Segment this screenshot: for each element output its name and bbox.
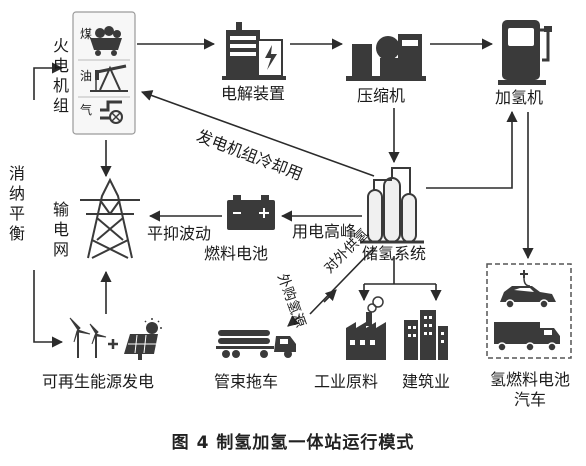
peak-label: 用电高峰 xyxy=(292,222,357,241)
arrow-storage-to-refueler xyxy=(426,110,518,189)
arrow-consumption-up xyxy=(33,62,64,100)
factory-icon xyxy=(346,296,386,360)
oil-label: 油 xyxy=(80,69,93,83)
refueler-icon xyxy=(498,20,552,85)
compressor-icon xyxy=(346,34,426,81)
consumption-label: 消纳平衡 xyxy=(8,164,25,243)
arrow-consumption-down xyxy=(33,270,64,348)
arrow-storage-to-industrial-building xyxy=(364,256,436,285)
arrow-external-source xyxy=(287,315,301,327)
connectors xyxy=(33,38,534,348)
thermal-unit-label: 火电机组 xyxy=(52,36,69,115)
arrow-cooling-to-thermal xyxy=(140,90,375,177)
compressor-label: 压缩机 xyxy=(357,86,406,105)
plus-icon xyxy=(108,339,118,349)
tube-trailer-label: 管束拖车 xyxy=(214,372,279,391)
electric-car-icon xyxy=(500,270,556,309)
wind-turbine-icon xyxy=(69,317,107,358)
gas-label: 气 xyxy=(80,103,93,117)
storage-plant-icon xyxy=(360,167,424,244)
fcv-box xyxy=(486,263,572,359)
figure-caption: 图 4 制氢加氢一体站运行模式 xyxy=(171,433,415,453)
thermal-unit-panel xyxy=(72,11,136,135)
solar-panel-icon xyxy=(124,318,162,360)
fcv-label: 氢燃料电池汽车 xyxy=(490,370,571,409)
fuel-cell-truck-icon xyxy=(494,322,560,352)
gas-valve-icon xyxy=(100,100,123,124)
oil-pumpjack-icon xyxy=(90,64,128,92)
renewable-label: 可再生能源发电 xyxy=(42,372,155,391)
coal-cart-icon xyxy=(90,26,122,56)
industrial-label: 工业原料 xyxy=(314,372,379,391)
fuel-cell-label: 燃料电池 xyxy=(204,244,269,263)
transmission-tower-icon xyxy=(80,177,140,259)
smoothing-label: 平抑波动 xyxy=(147,224,212,243)
tube-trailer-icon xyxy=(216,330,296,358)
arrow-external-supply xyxy=(323,289,337,303)
line-storage-to-external-hub xyxy=(309,247,375,315)
electrolyzer-label: 电解装置 xyxy=(221,84,286,103)
fuel-cell-battery-icon xyxy=(227,195,275,230)
coal-label: 煤 xyxy=(80,27,93,41)
building-label: 建筑业 xyxy=(402,372,451,391)
grid-label: 输电网 xyxy=(52,200,69,259)
electrolyzer-icon xyxy=(222,22,286,80)
building-icon xyxy=(404,310,448,360)
storage-label: 储氢系统 xyxy=(362,244,427,263)
refueler-label: 加氢机 xyxy=(495,88,544,107)
